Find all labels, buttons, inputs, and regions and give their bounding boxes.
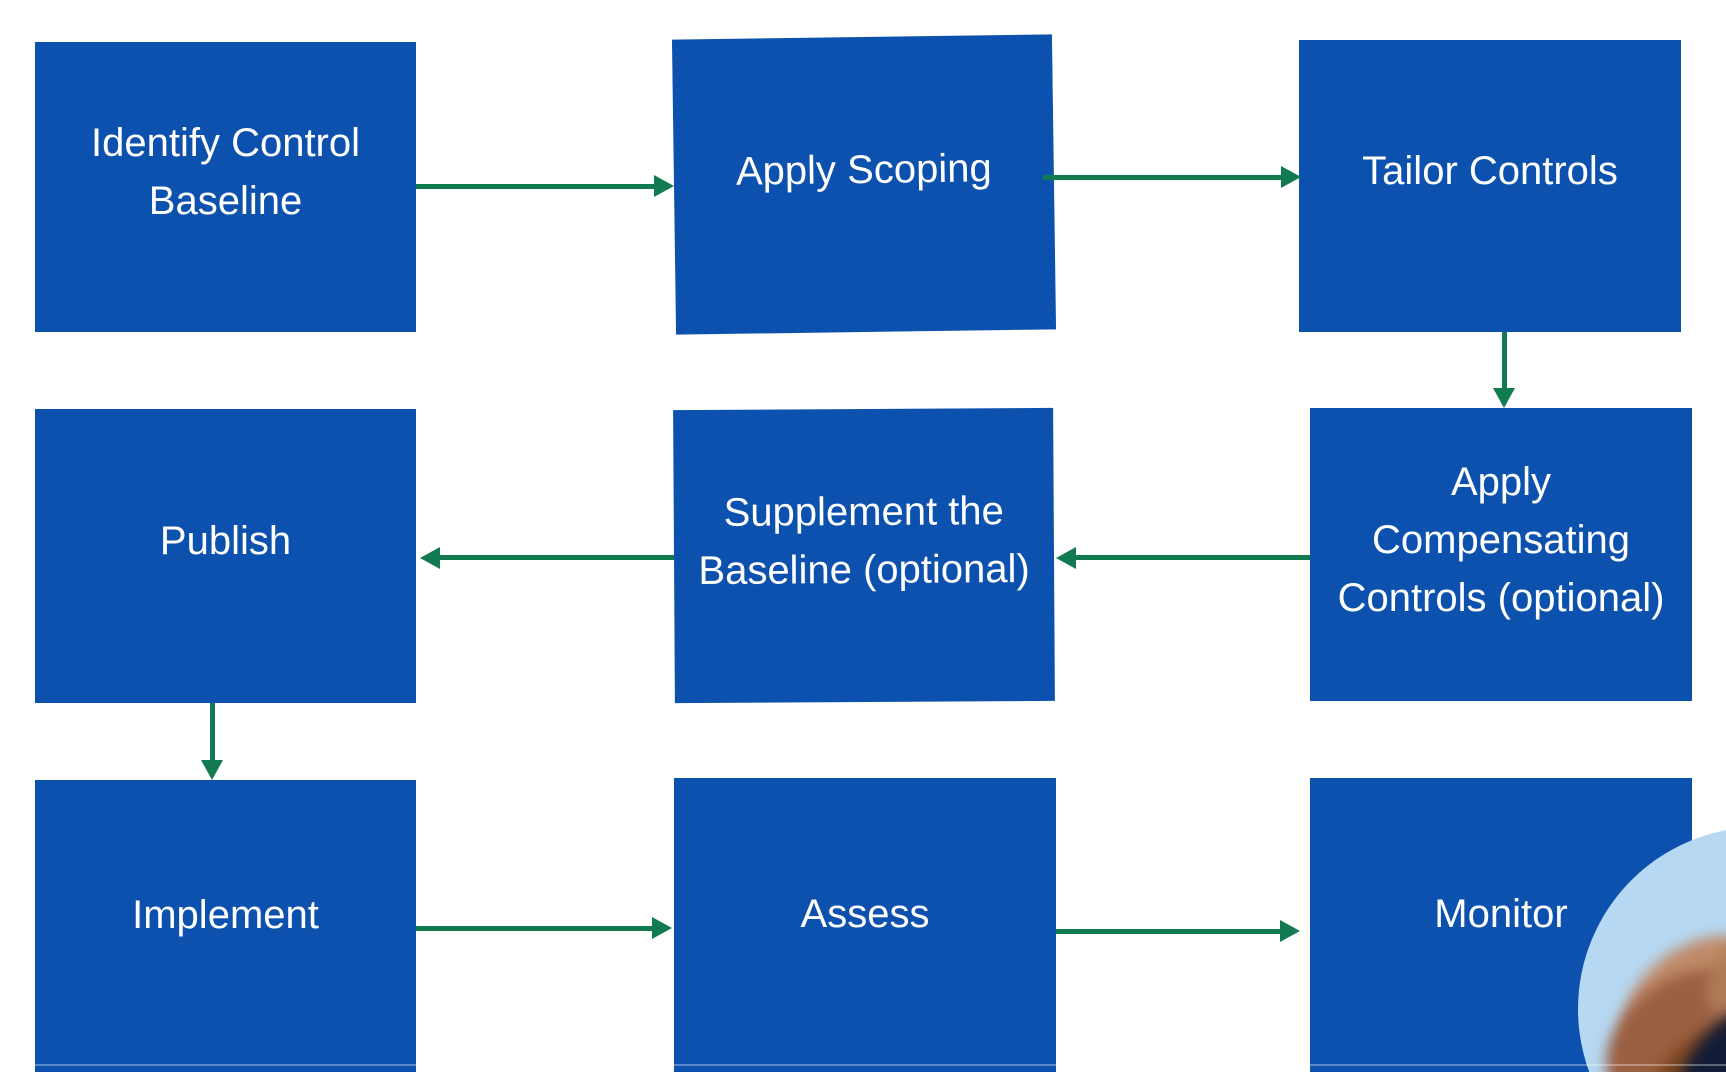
arrowhead-right-icon: [1281, 166, 1301, 188]
flow-box-identify-control-baseline: Identify Control Baseline: [35, 42, 416, 332]
arrowhead-right-icon: [1280, 920, 1300, 942]
flow-box-tailor-controls: Tailor Controls: [1299, 40, 1681, 332]
arrow-publish-to-implement: [210, 703, 215, 761]
arrowhead-down-icon: [201, 760, 223, 780]
flow-box-publish: Publish: [35, 409, 416, 703]
arrowhead-down-icon: [1493, 388, 1515, 408]
arrowhead-left-icon: [1056, 547, 1076, 569]
flow-box-label: Assess: [800, 892, 930, 936]
flow-box-assess: Assess: [674, 778, 1056, 1072]
flow-box-label: Monitor: [1434, 892, 1568, 936]
arrowhead-right-icon: [652, 917, 672, 939]
flow-box-label: Implement: [132, 893, 319, 937]
arrow-scoping-to-tailor: [1043, 175, 1281, 180]
flow-box-label: Apply Scoping: [735, 145, 992, 194]
arrow-assess-to-monitor: [1056, 929, 1282, 934]
flow-box-apply-compensating-controls: Apply Compensating Controls (optional): [1310, 408, 1692, 701]
flow-box-label: Publish: [159, 519, 292, 563]
arrow-supplement-to-publish: [438, 555, 674, 560]
arrow-implement-to-assess: [416, 926, 654, 931]
flow-box-label: Supplement the Baseline (optional): [698, 488, 1030, 593]
arrow-tailor-to-compensating: [1502, 332, 1507, 389]
flow-box-label: Apply Compensating Controls (optional): [1337, 459, 1665, 620]
arrow-compensating-to-supplement: [1074, 555, 1310, 560]
flow-box-supplement-the-baseline: Supplement the Baseline (optional): [673, 407, 1055, 704]
flow-box-apply-scoping: Apply Scoping: [671, 34, 1057, 335]
slide-bottom-edge: [0, 1064, 1726, 1066]
flow-box-label: Identify Control Baseline: [90, 121, 361, 223]
arrowhead-right-icon: [654, 175, 674, 197]
flow-box-label: Tailor Controls: [1362, 149, 1618, 193]
flow-box-implement: Implement: [35, 780, 416, 1072]
arrow-identify-to-scoping: [416, 184, 656, 189]
arrowhead-left-icon: [420, 547, 440, 569]
